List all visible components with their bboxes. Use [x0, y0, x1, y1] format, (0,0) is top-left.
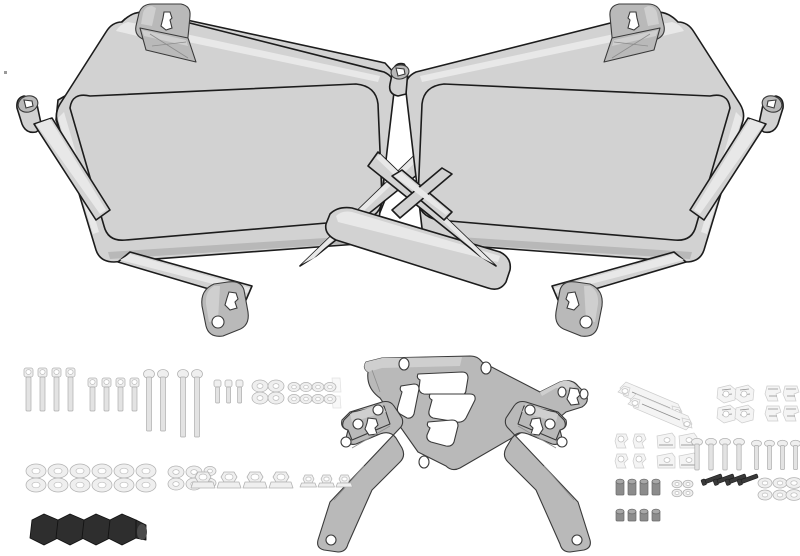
p-clip-set — [614, 433, 647, 469]
washer-flat-12-set — [25, 463, 157, 493]
gray-spacer-row-1 — [615, 478, 661, 496]
left-bracket — [317, 400, 405, 553]
cap-screw-short-set — [213, 379, 244, 404]
right-frame — [324, 3, 784, 337]
left-frame-lower-leg — [117, 251, 253, 337]
right-frame-front-stub — [689, 95, 784, 221]
left-frame-front-stub — [16, 95, 111, 221]
top-bracket — [363, 355, 589, 471]
bracket-group — [317, 355, 591, 553]
right-frame-inner-stub — [388, 62, 410, 97]
washer-large-set — [251, 379, 285, 405]
flange-nut-small-set — [299, 474, 353, 488]
pan-screw-a-set — [691, 438, 745, 471]
pan-screw-b-set — [751, 439, 800, 470]
cap-screw-xlong-a-set — [143, 369, 169, 432]
cap-screw-xlong-b-set — [177, 369, 203, 438]
washer-small-grid-set — [287, 382, 337, 404]
flange-nut-large-set — [190, 471, 294, 489]
washer-pair-b-set — [785, 477, 800, 501]
right-frame-top-tab — [603, 3, 665, 63]
right-frame-highlight-upper-rail — [420, 28, 645, 82]
left-frame-top-tab — [135, 3, 197, 63]
hardware-left-block — [23, 367, 353, 546]
clamp-bracket-set — [764, 385, 800, 422]
adapter-bar-set — [617, 381, 693, 431]
cap-screw-med-a-set — [87, 377, 140, 412]
centre-cross-rail — [324, 206, 512, 290]
clip-block-set — [716, 384, 755, 424]
gray-spacer-row-2 — [615, 508, 661, 522]
right-bracket — [503, 400, 591, 553]
left-frame-highlight-upper-rail — [155, 28, 380, 82]
left-frame-shadow-lower-rail — [108, 236, 357, 259]
right-frame-lower-leg — [551, 251, 687, 337]
rubber-cap-set — [29, 513, 147, 546]
right-frame-shadow-lower-rail — [443, 236, 692, 259]
washer-pair-a-set — [757, 477, 788, 501]
mini-washer-set — [671, 479, 694, 498]
edge-speck-left — [4, 71, 7, 74]
cap-screw-long-a-set — [23, 367, 76, 412]
centre-x-brace — [391, 167, 453, 221]
self-tapper-set — [700, 473, 759, 486]
hardware-right-block — [614, 381, 800, 522]
